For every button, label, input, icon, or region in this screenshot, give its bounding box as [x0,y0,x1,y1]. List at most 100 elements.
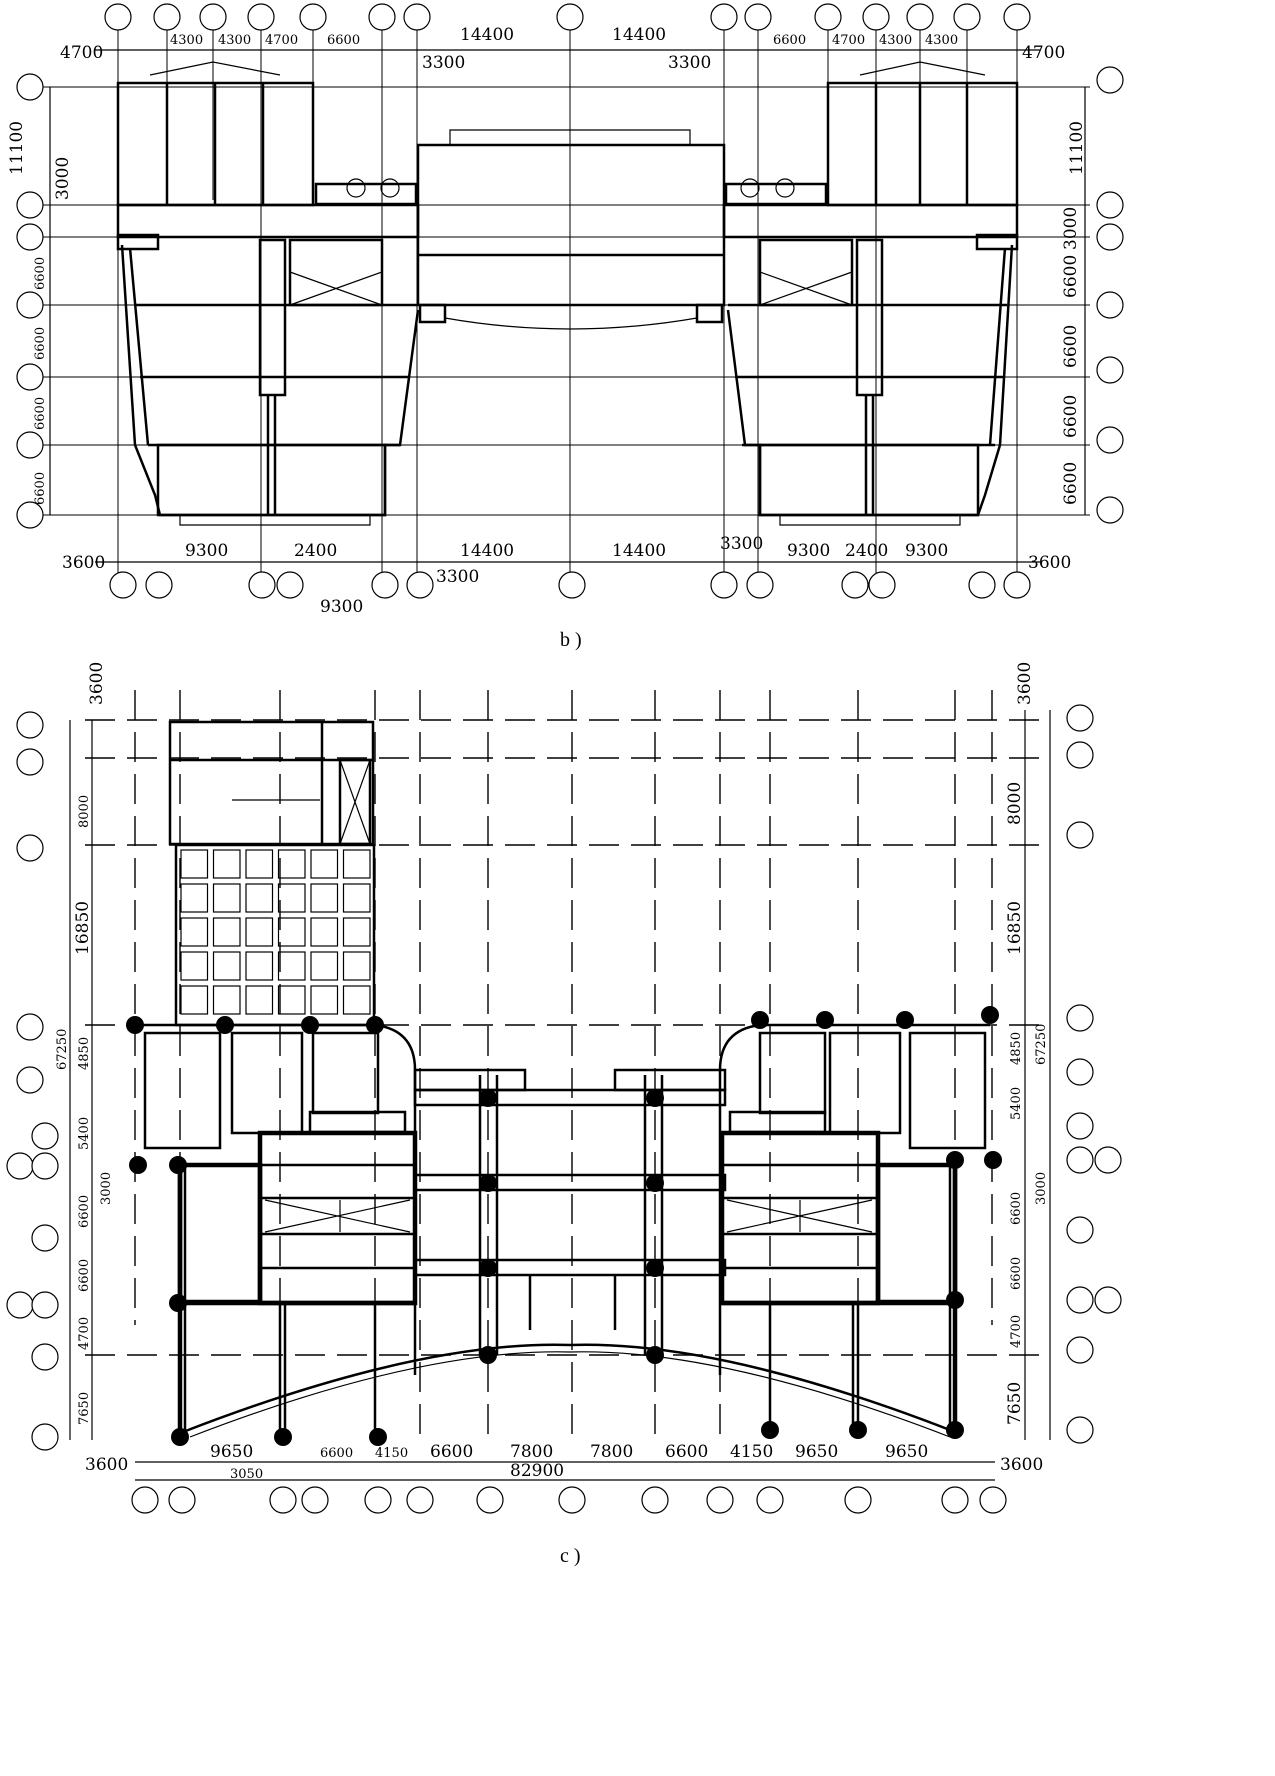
dim-text: 3300 [422,53,465,73]
dim-text: 6600 [773,33,806,48]
grid-panel [277,985,306,1015]
grid-panel [245,951,274,981]
dim-text: 9300 [787,541,830,561]
dim-text: 8000 [77,795,92,828]
drawing-canvas: 4700 4300 4300 4700 6600 14400 14400 660… [6,3,1124,1567]
dim-text: 14400 [612,541,666,561]
dim-text: 6600 [77,1195,92,1228]
dim-text: 4700 [1009,1315,1024,1348]
dim-text: 9650 [210,1442,253,1462]
dim-text: 11100 [1067,121,1087,175]
dim-text: 4300 [925,33,958,48]
grid-panel [245,849,274,879]
grid-panel [245,883,274,913]
figure-b-right-axis-bubbles [1096,66,1124,524]
dim-text: 5400 [77,1117,92,1150]
dim-text: 7650 [77,1392,92,1425]
dim-text: 82900 [510,1461,564,1481]
dim-text: 4850 [77,1037,92,1070]
dim-text: 6600 [430,1442,473,1462]
dim-text: 6600 [327,33,360,48]
figure-c-columns [126,1006,1002,1446]
grid-panel [180,883,209,913]
grid-panel [245,985,274,1015]
dim-text: 9650 [795,1442,838,1462]
figure-b-axis-lines [40,30,1090,575]
dim-text: 67250 [1034,1024,1049,1065]
figure-b-plan: 4700 4300 4300 4700 6600 14400 14400 660… [7,3,1124,651]
dim-text: 4700 [60,43,103,63]
figure-b-caption: b ) [560,629,582,651]
dim-text: 16850 [73,901,93,955]
dim-text: 6600 [665,1442,708,1462]
figure-b-bottom-axis-bubbles [109,571,1031,599]
dim-text: 9300 [320,597,363,617]
figure-c-dashed-grid [85,690,1040,1440]
grid-panel [310,883,339,913]
dim-text: 3600 [85,1455,128,1475]
dim-text: 2400 [845,541,888,561]
dim-text: 6600 [33,472,48,505]
dim-text: 14400 [612,25,666,45]
dim-text: 9300 [185,541,228,561]
figure-b-left-axis-bubbles [16,73,44,529]
figure-c-plan: 3600 8000 16850 67250 4850 5400 3000 660… [6,662,1122,1567]
dim-text: 9650 [885,1442,928,1462]
figure-c-left-block [135,1023,418,1437]
grid-panel [277,917,306,947]
grid-panel [212,951,241,981]
dim-text: 4700 [77,1317,92,1350]
grid-panel [277,883,306,913]
dim-text: 4850 [1009,1032,1024,1065]
figure-c-center-block [182,1068,956,1438]
dim-text: 6600 [33,397,48,430]
figure-c-upper-left-wing [168,720,376,1027]
dim-text: 6600 [77,1259,92,1292]
dim-text: 3000 [1034,1172,1049,1205]
dim-text: 3000 [99,1172,114,1205]
grid-panel [245,917,274,947]
grid-panel [342,883,371,913]
dim-text: 3050 [230,1467,263,1482]
dim-text: 3600 [1000,1455,1043,1475]
grid-panel [342,917,371,947]
dim-text: 7800 [590,1442,633,1462]
grid-panel [180,985,209,1015]
figure-c-caption: c ) [560,1545,581,1567]
grid-panel [212,849,241,879]
dim-text: 6600 [1009,1257,1024,1290]
dim-text: 4300 [170,33,203,48]
dim-text: 4150 [730,1442,773,1462]
dim-text: 6600 [1061,325,1081,368]
figure-c-bottom-axis-bubbles [131,1486,1007,1514]
dim-text: 14400 [460,25,514,45]
grid-panel [212,985,241,1015]
dim-text: 6600 [1061,395,1081,438]
figure-b-right-tower [722,61,1019,526]
dim-text: 9300 [905,541,948,561]
dim-text: 4700 [265,33,298,48]
grid-panel [212,917,241,947]
dim-text: 3300 [668,53,711,73]
grid-panel [342,849,371,879]
grid-panel [180,917,209,947]
grid-panel [342,951,371,981]
dim-text: 3300 [436,567,479,587]
grid-panel [310,985,339,1015]
dim-text: 2400 [294,541,337,561]
grid-panel [180,849,209,879]
figure-c-grid-panels [180,849,371,1015]
dim-text: 14400 [460,541,514,561]
grid-panel [310,917,339,947]
dim-text: 7650 [1005,1382,1025,1425]
dim-text: 6600 [320,1446,353,1461]
dim-text: 4150 [375,1446,408,1461]
grid-panel [310,951,339,981]
dim-text: 6600 [33,257,48,290]
grid-panel [342,985,371,1015]
dim-text: 8000 [1005,782,1025,825]
dim-text: 7800 [510,1442,553,1462]
grid-panel [277,849,306,879]
figure-b-top-axis-bubbles [104,3,1031,31]
dim-text: 3600 [62,553,105,573]
